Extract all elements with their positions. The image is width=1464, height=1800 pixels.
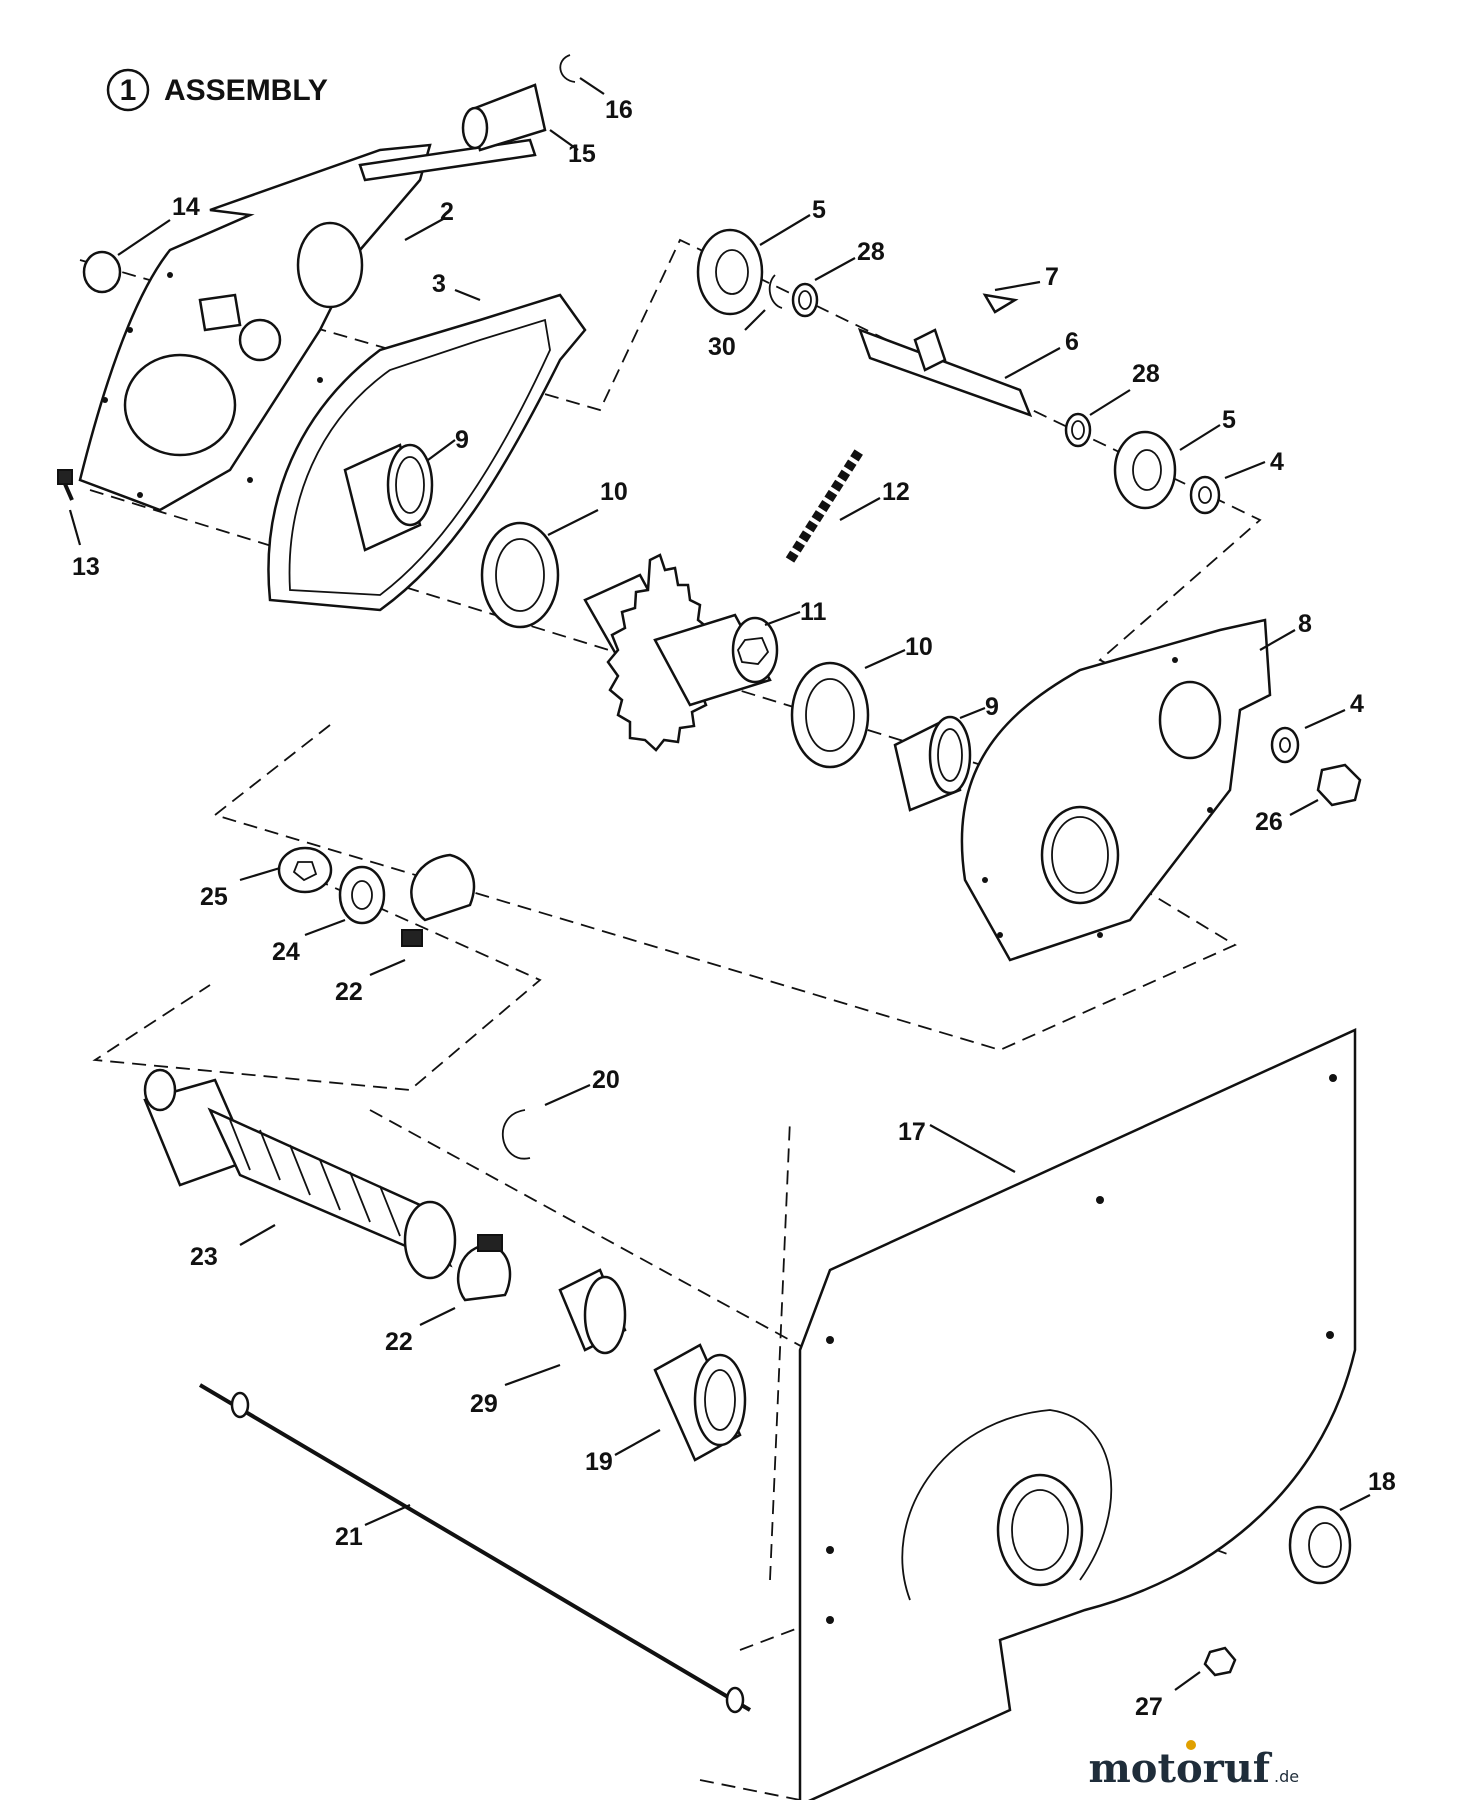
hose-clamp-22-lower [456,1234,512,1302]
part-label: 26 [1255,808,1283,836]
washer-4-upper [1189,475,1221,515]
part-label: 11 [800,598,827,626]
part-label: 4 [1350,690,1364,718]
retaining-ring-30 [768,274,783,309]
part-label: 19 [585,1448,613,1476]
hex-nut-26 [1316,763,1362,807]
housing-plate-17 [798,1028,1357,1800]
spacer-28-lower [1064,412,1092,448]
hex-nut-27 [1203,1646,1237,1677]
part-label: 15 [568,140,596,168]
part-label: 18 [1368,1468,1396,1496]
callout-circle [106,68,150,112]
title-text: ASSEMBLY [164,74,328,107]
sleeve-15 [461,83,547,152]
watermark-logo: motoruf .de [1088,1740,1299,1792]
gearcase-half-right [960,618,1272,962]
part-label: 21 [335,1523,363,1551]
part-label: 13 [72,553,100,581]
part-labels: 2 3 4 4 5 5 6 7 8 9 9 10 10 11 12 13 14 … [72,96,1396,1721]
needle-bearing-9-right [893,715,972,812]
needle-bearing-9-left [343,443,434,552]
part-label: 3 [432,270,446,298]
part-label: 25 [200,883,228,911]
part-label: 28 [1132,360,1160,388]
coupler-19 [653,1343,747,1462]
part-label: 9 [985,693,999,721]
washer-4-lower [1270,726,1300,764]
part-label: 14 [172,193,200,221]
part-label: 22 [335,978,363,1006]
part-label: 7 [1045,263,1059,291]
part-label: 29 [470,1390,498,1418]
spacer-28-upper [791,282,819,318]
rubber-boot-23 [143,1068,457,1280]
seal-10-right [790,661,870,769]
drive-chain-12 [785,447,865,563]
c-clip-20 [501,1109,531,1160]
part-label: 28 [857,238,885,266]
collar-18 [1288,1505,1352,1585]
part-label: 10 [600,478,628,506]
bushing-29 [558,1268,627,1355]
part-label: 23 [190,1243,218,1271]
part-label: 24 [272,938,300,966]
part-label: 20 [592,1066,620,1094]
part-label: 17 [898,1118,926,1146]
gearcase-half-left [78,138,537,512]
pivot-shaft [358,138,537,182]
part-label: 10 [905,633,933,661]
ball-bearing-5-upper [696,228,764,316]
watermark-text: motoruf [1088,1745,1272,1792]
part-label: 16 [605,96,633,124]
bolt-13 [57,469,74,501]
ball-bearing-5-lower [1113,430,1177,510]
part-label: 5 [812,196,826,224]
drive-shaft-6 [857,327,1033,418]
watermark-suffix: .de [1274,1767,1299,1786]
lock-washer-25 [277,846,333,894]
part-label: 12 [882,478,910,506]
part-label: 22 [385,1328,413,1356]
tie-rod-21 [198,1383,752,1714]
plug-14 [82,250,122,294]
seal-10-left [480,521,560,629]
part-label: 27 [1135,1693,1163,1721]
part-label: 4 [1270,448,1284,476]
part-label: 6 [1065,328,1079,356]
flat-washer-24 [338,865,386,925]
part-label: 30 [708,333,736,361]
part-label: 8 [1298,610,1312,638]
hose-clamp-22-upper [401,853,476,947]
diagram-title: 1 ASSEMBLY [106,68,328,112]
leader-lines [68,77,1371,1691]
retaining-clip-16 [559,54,576,83]
callout-number: 1 [120,74,137,107]
part-label: 9 [455,426,469,454]
woodruff-key-7 [982,293,1019,314]
gearcase-gasket [267,293,587,612]
part-label: 5 [1222,406,1236,434]
part-label: 2 [440,198,454,226]
watermark-accent-dot [1186,1740,1196,1750]
sprocket-11 [583,553,779,752]
